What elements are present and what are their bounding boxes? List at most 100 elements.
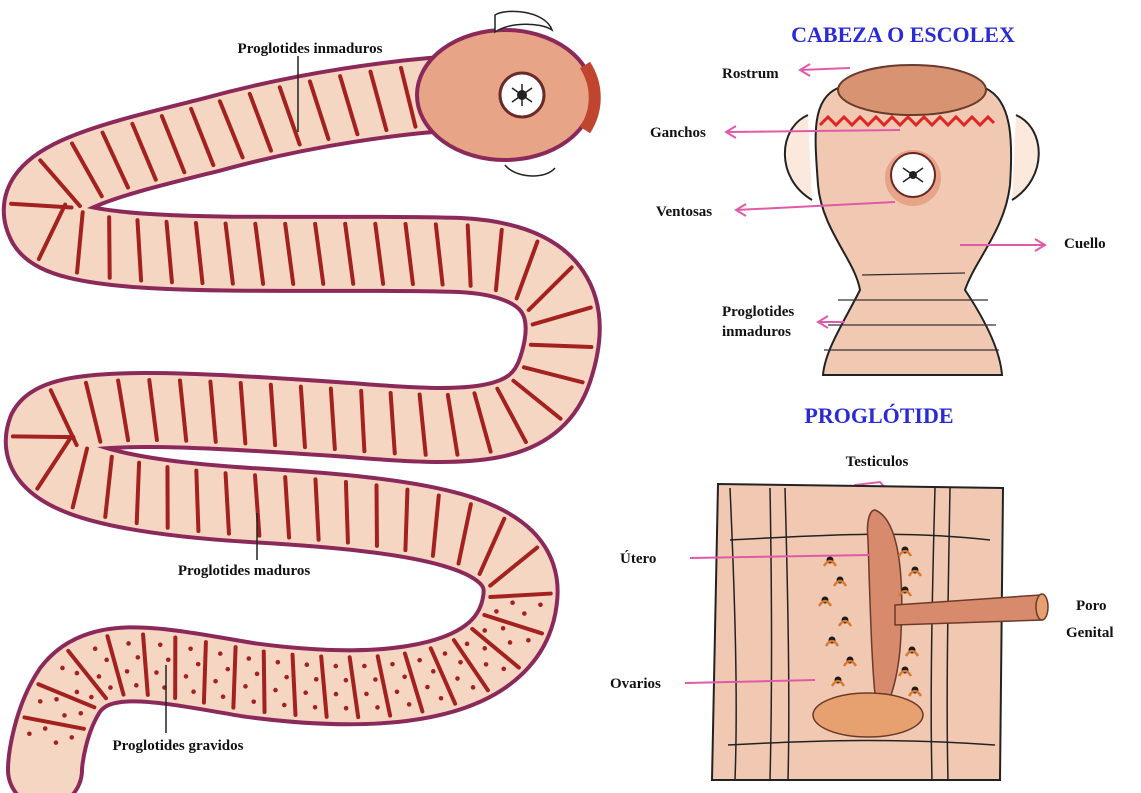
egg-dot bbox=[273, 688, 278, 693]
egg-dot bbox=[501, 667, 506, 672]
segment-line bbox=[137, 463, 139, 523]
egg-dot bbox=[38, 699, 43, 704]
egg-dot bbox=[484, 662, 489, 667]
segment-line bbox=[196, 471, 198, 531]
egg-dot bbox=[362, 664, 367, 669]
egg-dot bbox=[373, 677, 378, 682]
ovary-base bbox=[813, 693, 923, 737]
label-proglotides-line1: Proglotides bbox=[722, 304, 794, 320]
egg-dot bbox=[538, 603, 543, 608]
egg-dot bbox=[313, 705, 318, 710]
egg-dot bbox=[221, 694, 226, 699]
egg-dot bbox=[60, 666, 65, 671]
egg-dot bbox=[482, 628, 487, 633]
egg-dot bbox=[314, 677, 319, 682]
egg-dot bbox=[218, 651, 223, 656]
label-poro-line2: Genital bbox=[1066, 625, 1114, 641]
scolex-title: CABEZA O ESCOLEX bbox=[791, 22, 1015, 47]
egg-dot bbox=[54, 697, 59, 702]
egg-dot bbox=[407, 702, 412, 707]
egg-dot bbox=[104, 658, 109, 663]
egg-dot bbox=[522, 611, 527, 616]
egg-dot bbox=[494, 609, 499, 614]
egg-dot bbox=[69, 735, 74, 740]
egg-dot bbox=[247, 656, 252, 661]
label-proglotides-inmaduros: Proglotides inmaduros bbox=[238, 41, 383, 57]
egg-dot bbox=[126, 641, 131, 646]
egg-dot bbox=[465, 642, 470, 647]
label-proglotides-gravidos: Proglotides gravidos bbox=[113, 738, 244, 754]
egg-dot bbox=[188, 646, 193, 651]
egg-dot bbox=[134, 683, 139, 688]
egg-dot bbox=[395, 689, 400, 694]
egg-dot bbox=[501, 626, 506, 631]
egg-dot bbox=[334, 692, 339, 697]
egg-dot bbox=[344, 706, 349, 711]
egg-dot bbox=[251, 699, 256, 704]
egg-dot bbox=[75, 671, 80, 676]
proglottid-detail: PROGLÓTIDE Testiculos Útero Ovarios Poro… bbox=[610, 403, 1114, 780]
tapeworm-body: Proglotides inmaduros Proglotides maduro… bbox=[11, 11, 595, 770]
scolex-detail: CABEZA O ESCOLEX Rostrum bbox=[650, 22, 1106, 375]
label-utero: Útero bbox=[620, 550, 656, 567]
egg-dot bbox=[508, 640, 513, 645]
label-cuello: Cuello bbox=[1064, 236, 1106, 252]
egg-dot bbox=[125, 669, 130, 674]
egg-dot bbox=[364, 692, 369, 697]
egg-dot bbox=[303, 690, 308, 695]
egg-dot bbox=[243, 684, 248, 689]
worm-scolex bbox=[417, 11, 595, 176]
label-ovarios: Ovarios bbox=[610, 676, 661, 692]
segment-line bbox=[346, 482, 348, 542]
egg-dot bbox=[276, 660, 281, 665]
egg-dot bbox=[305, 662, 310, 667]
label-proglotides-maduros: Proglotides maduros bbox=[178, 563, 311, 579]
label-testiculos: Testiculos bbox=[846, 454, 909, 470]
egg-dot bbox=[54, 740, 59, 745]
egg-dot bbox=[284, 675, 289, 680]
egg-dot bbox=[425, 685, 430, 690]
egg-dot bbox=[27, 731, 32, 736]
egg-dot bbox=[166, 657, 171, 662]
egg-dot bbox=[93, 646, 98, 651]
egg-dot bbox=[482, 646, 487, 651]
segment-line bbox=[13, 436, 74, 437]
egg-dot bbox=[458, 660, 463, 665]
label-ganchos: Ganchos bbox=[650, 125, 706, 141]
egg-dot bbox=[62, 713, 67, 718]
egg-dot bbox=[344, 678, 349, 683]
egg-dot bbox=[375, 705, 380, 710]
egg-dot bbox=[213, 679, 218, 684]
egg-dot bbox=[526, 638, 531, 643]
egg-dot bbox=[225, 667, 230, 672]
egg-dot bbox=[75, 690, 80, 695]
proglottid-title: PROGLÓTIDE bbox=[804, 403, 953, 428]
egg-dot bbox=[108, 685, 113, 690]
egg-dot bbox=[439, 696, 444, 701]
label-proglotides-line2: inmaduros bbox=[722, 324, 791, 340]
egg-dot bbox=[455, 676, 460, 681]
egg-dot bbox=[191, 689, 196, 694]
egg-dot bbox=[196, 662, 201, 667]
segment-line bbox=[204, 642, 206, 702]
label-rostrum: Rostrum bbox=[722, 66, 779, 82]
egg-dot bbox=[136, 655, 141, 660]
egg-dot bbox=[333, 664, 338, 669]
egg-dot bbox=[390, 662, 395, 667]
egg-dot bbox=[417, 658, 422, 663]
segment-line bbox=[109, 217, 110, 278]
egg-dot bbox=[78, 711, 83, 716]
egg-dot bbox=[154, 670, 159, 675]
egg-dot bbox=[443, 651, 448, 656]
segment-line bbox=[233, 647, 235, 707]
segment-line bbox=[531, 345, 591, 347]
egg-dot bbox=[97, 674, 102, 679]
egg-dot bbox=[282, 703, 287, 708]
egg-dot bbox=[431, 669, 436, 674]
egg-dot bbox=[510, 600, 515, 605]
egg-dot bbox=[471, 685, 476, 690]
egg-dot bbox=[402, 674, 407, 679]
segment-line bbox=[264, 652, 265, 713]
label-poro-line1: Poro bbox=[1076, 598, 1107, 614]
